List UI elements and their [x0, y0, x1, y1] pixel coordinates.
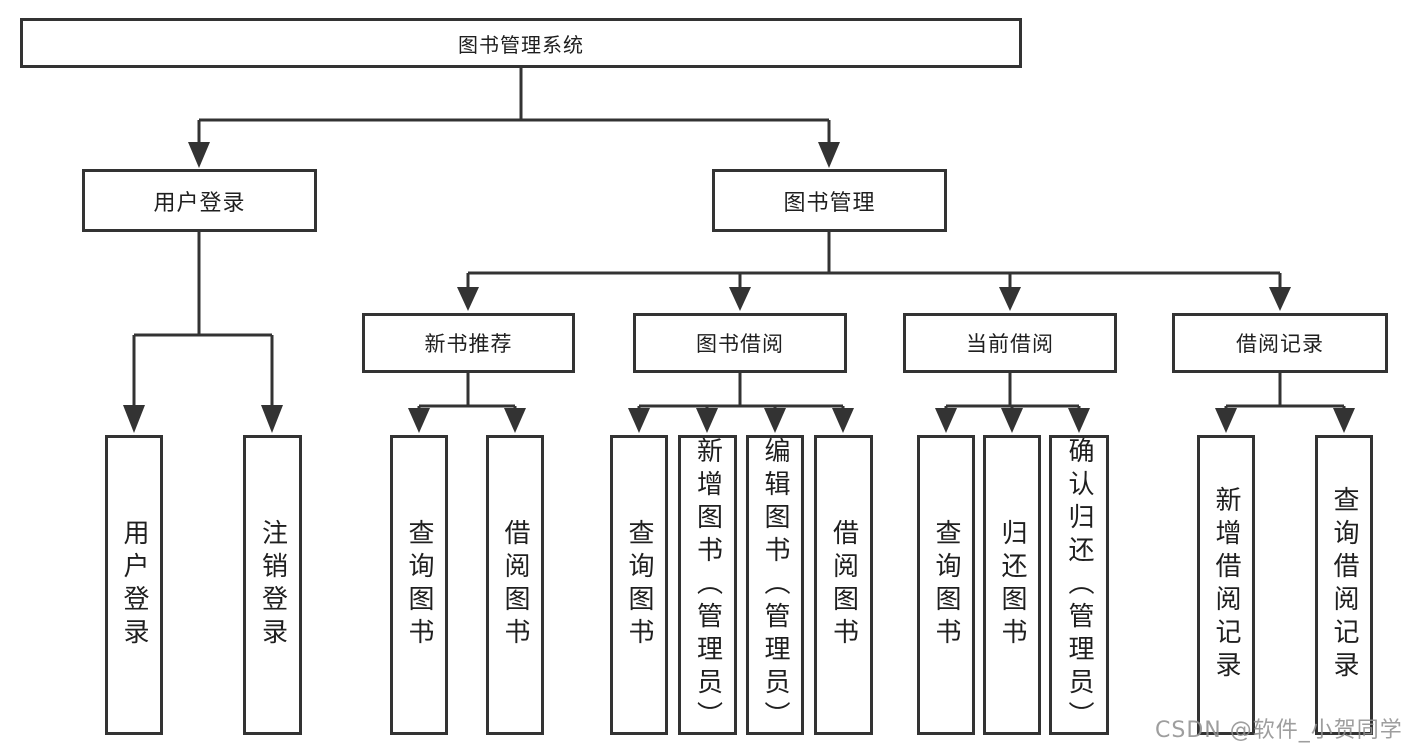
leaf-records-add-record-label: 新增借阅记录 [1211, 486, 1241, 684]
leaf-records-query-record-label: 查询借阅记录 [1329, 486, 1359, 684]
leaf-current-return-books-label: 归还图书 [997, 519, 1027, 651]
leaf-logout-label: 注销登录 [257, 519, 288, 651]
leaf-user-login-label: 用户登录 [119, 519, 149, 651]
node-current-borrowing-label: 当前借阅 [966, 332, 1054, 356]
leaf-recommend-borrow-books: 借阅图书 [486, 435, 544, 735]
node-user-login: 用户登录 [82, 169, 317, 232]
leaf-records-add-record: 新增借阅记录 [1197, 435, 1255, 735]
node-new-book-recommend: 新书推荐 [362, 313, 575, 373]
node-new-book-recommend-label: 新书推荐 [424, 332, 513, 356]
leaf-borrow-query-books: 查询图书 [610, 435, 668, 735]
node-current-borrowing: 当前借阅 [903, 313, 1117, 373]
leaf-current-confirm-return-admin-label: 确认归还（管理员） [1064, 436, 1094, 734]
csdn-watermark: CSDN @软件_小贺同学 [1155, 718, 1403, 743]
connector-paths [132, 68, 1346, 412]
node-book-management-label: 图书管理 [783, 190, 876, 216]
leaf-recommend-query-books: 查询图书 [390, 435, 448, 735]
leaf-borrow-add-books-admin: 新增图书（管理员） [678, 435, 737, 735]
node-book-borrowing: 图书借阅 [633, 313, 847, 373]
leaf-borrow-edit-books-admin: 编辑图书（管理员） [746, 435, 804, 735]
leaf-borrow-borrow-books-label: 借阅图书 [828, 519, 859, 651]
leaf-current-return-books: 归还图书 [983, 435, 1041, 735]
leaf-borrow-borrow-books: 借阅图书 [814, 435, 873, 735]
node-system-root-label: 图书管理系统 [458, 32, 584, 57]
node-borrowing-records: 借阅记录 [1172, 313, 1388, 373]
leaf-logout: 注销登录 [243, 435, 302, 735]
leaf-user-login: 用户登录 [105, 435, 163, 735]
leaf-current-query-books: 查询图书 [917, 435, 975, 735]
leaf-current-query-books-label: 查询图书 [931, 519, 961, 651]
node-book-management: 图书管理 [712, 169, 947, 232]
arrowhead-icons [123, 142, 1355, 433]
leaf-recommend-borrow-books-label: 借阅图书 [500, 519, 530, 651]
leaf-current-confirm-return-admin: 确认归还（管理员） [1049, 435, 1109, 735]
node-system-root: 图书管理系统 [20, 18, 1022, 68]
leaf-recommend-query-books-label: 查询图书 [404, 519, 434, 651]
leaf-borrow-edit-books-admin-label: 编辑图书（管理员） [760, 436, 790, 734]
node-borrowing-records-label: 借阅记录 [1236, 332, 1324, 356]
leaf-records-query-record: 查询借阅记录 [1315, 435, 1373, 735]
node-user-login-label: 用户登录 [153, 190, 246, 216]
leaf-borrow-query-books-label: 查询图书 [624, 519, 654, 651]
leaf-borrow-add-books-admin-label: 新增图书（管理员） [692, 436, 723, 734]
node-book-borrowing-label: 图书借阅 [696, 332, 784, 356]
